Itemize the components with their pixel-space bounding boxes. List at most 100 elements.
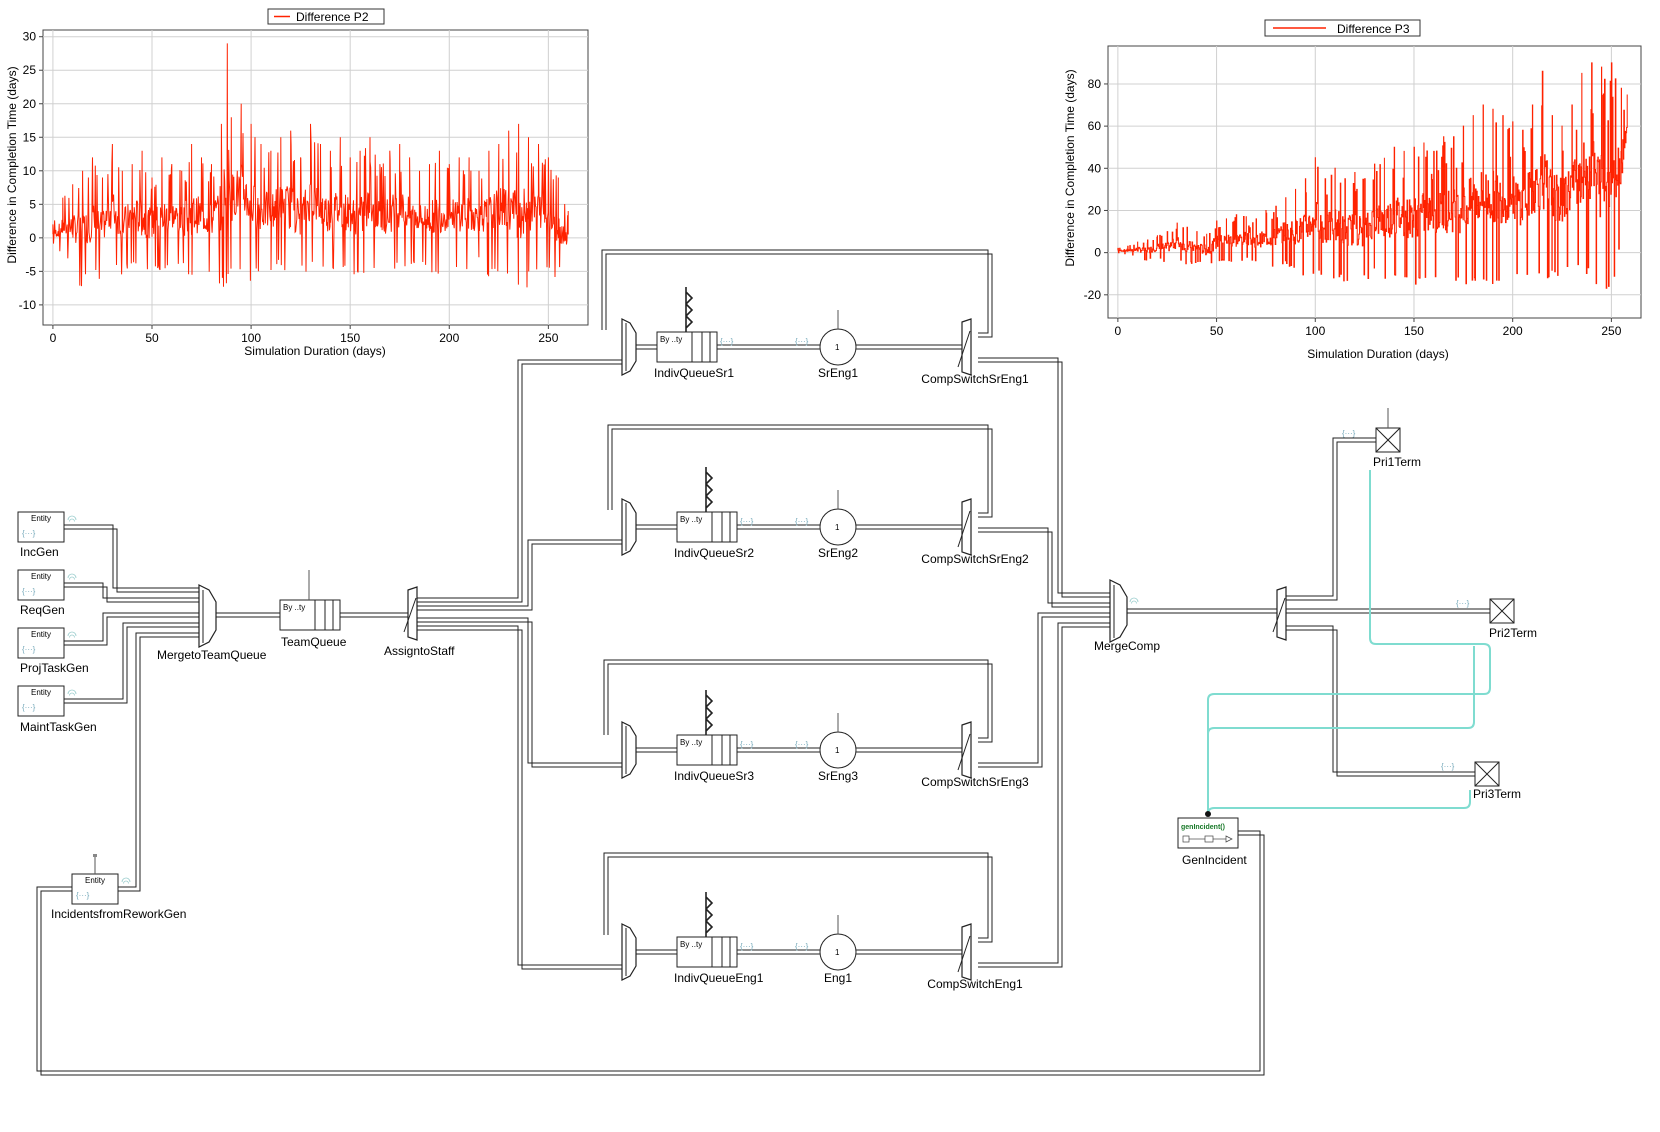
- conn-merge-queue-sr2: [636, 524, 677, 530]
- merge-sr2-block[interactable]: [621, 498, 637, 556]
- conn-merge-queue-sr1: [636, 344, 657, 350]
- conn-loop-sr1: [601, 249, 993, 338]
- pri1-term-port: {···}: [1342, 429, 1356, 438]
- p2-y-tick-label: -10: [19, 298, 37, 312]
- p2-y-tick-label: 5: [29, 197, 36, 211]
- maint-task-gen-entity-label: Entity: [31, 688, 51, 697]
- proj-task-gen-entity-label: Entity: [31, 630, 51, 639]
- p3-plot-frame: [1107, 45, 1642, 319]
- comp-switch-eng1-block[interactable]: CompSwitchEng1: [927, 923, 1023, 991]
- p2-x-tick-label: 250: [538, 331, 558, 345]
- req-gen-entity-label: Entity: [31, 572, 51, 581]
- p3-x-tick-label: 200: [1503, 324, 1523, 338]
- rework-gen-port: {···}: [76, 891, 90, 900]
- inc-gen-entity-label: Entity: [31, 514, 51, 523]
- p3-y-axis-label: Difference in Completion Time (days): [1063, 69, 1077, 266]
- server-sr1-port: {···}: [795, 337, 809, 346]
- conn-queue-server-sr1: [717, 344, 820, 350]
- conn-loop-eng1: [603, 852, 993, 943]
- req-gen-signal-icon: [67, 573, 77, 580]
- server-eng1-label: Eng1: [824, 971, 852, 985]
- merge-sr1-block[interactable]: [621, 318, 637, 376]
- merge-to-team-queue-block[interactable]: MergetoTeamQueue: [157, 584, 267, 662]
- req-gen-port: {···}: [22, 587, 36, 596]
- p3-x-tick-label: 150: [1404, 324, 1424, 338]
- pri1-term-block[interactable]: {···} Pri1Term: [1342, 408, 1421, 469]
- merge-eng1-block[interactable]: [621, 923, 637, 981]
- comp-switch-sr1-label: CompSwitchSrEng1: [921, 372, 1029, 386]
- pri2-term-block[interactable]: {···} Pri2Term: [1456, 598, 1537, 640]
- conn-merge-queue-eng1: [636, 949, 677, 955]
- merge-comp-block[interactable]: MergeComp: [1094, 579, 1160, 653]
- inc-gen-block[interactable]: Entity {···} IncGen: [17, 511, 77, 559]
- conn-assign-eng1: [417, 625, 622, 970]
- maint-task-gen-block[interactable]: Entity {···} MaintTaskGen: [17, 685, 97, 734]
- queue-sr3-block[interactable]: By ..ty{···}IndivQueueSr3: [674, 690, 754, 783]
- pri3-term-block[interactable]: {···} Pri3Term: [1441, 761, 1521, 801]
- conn-projgen-merge: [64, 612, 200, 646]
- conn-loop-sr2: [607, 424, 993, 518]
- server-sr2-port: {···}: [795, 517, 809, 526]
- queue-sr2-block[interactable]: By ..ty{···}IndivQueueSr2: [674, 467, 754, 560]
- req-gen-block[interactable]: Entity {···} ReqGen: [17, 569, 77, 617]
- incidents-rework-gen-block[interactable]: Entity {···} IncidentsfromReworkGen: [51, 854, 186, 921]
- p2-y-tick-label: 20: [23, 97, 37, 111]
- proj-task-gen-block[interactable]: Entity {···} ProjTaskGen: [17, 627, 89, 675]
- conn-server-switch-eng1: [856, 949, 962, 955]
- p3-x-tick-label: 250: [1601, 324, 1621, 338]
- pri1-term-label: Pri1Term: [1373, 455, 1421, 469]
- incidents-rework-gen-label: IncidentsfromReworkGen: [51, 907, 186, 921]
- p2-y-tick-label: 30: [23, 30, 37, 44]
- comp-switch-sr3-label: CompSwitchSrEng3: [921, 775, 1029, 789]
- priority-switch-block[interactable]: [1272, 586, 1287, 641]
- server-sr2-glyph: 1: [835, 523, 840, 532]
- team-queue-sort: By ..ty: [283, 603, 305, 612]
- assign-to-staff-block[interactable]: AssigntoStaff: [384, 586, 455, 658]
- gen-incident-label: GenIncident: [1182, 853, 1247, 867]
- conn-assign-sr3: [417, 617, 622, 768]
- p2-legend: Difference P2: [267, 8, 385, 25]
- conn-assign-sr2: [417, 539, 622, 611]
- p2-series-line: [52, 43, 569, 288]
- p3-x-tick-label: 50: [1210, 324, 1224, 338]
- conn-merge-queue-sr3: [636, 747, 677, 753]
- gen-incident-function: genIncident(): [1181, 824, 1225, 831]
- connector-lines: [36, 249, 1490, 1076]
- queue-sr1-sort: By ..ty: [660, 335, 682, 344]
- queue-eng1-block[interactable]: By ..ty{···}IndivQueueEng1: [674, 892, 764, 985]
- rework-gen-signal-icon: [121, 877, 131, 884]
- p3-x-axis-label: Simulation Duration (days): [1307, 347, 1448, 361]
- team-queue-block[interactable]: By ..ty TeamQueue: [279, 570, 347, 649]
- team-queue-label: TeamQueue: [281, 635, 347, 649]
- p2-x-tick-label: 150: [340, 331, 360, 345]
- conn-maintgen-merge: [64, 622, 200, 704]
- maint-task-gen-port: {···}: [22, 703, 36, 712]
- queue-eng1-label: IndivQueueEng1: [674, 971, 764, 985]
- req-gen-label: ReqGen: [20, 603, 65, 617]
- p2-y-axis-label: Difference in Completion Time (days): [5, 66, 19, 263]
- gen-incident-block[interactable]: genIncident() GenIncident: [1177, 811, 1247, 867]
- p2-x-axis-label: Simulation Duration (days): [244, 344, 385, 358]
- merge-to-team-queue-label: MergetoTeamQueue: [157, 648, 267, 662]
- conn-eng1-mergecomp: [978, 622, 1110, 968]
- server-sr3-port: {···}: [795, 740, 809, 749]
- queue-sr2-sort: By ..ty: [680, 515, 702, 524]
- conn-switch-pri2: [1286, 608, 1490, 614]
- inc-gen-signal-icon: [67, 515, 77, 522]
- maint-task-gen-signal-icon: [67, 689, 77, 696]
- comp-switch-sr1-block[interactable]: CompSwitchSrEng1: [921, 318, 1029, 386]
- p2-y-tick-label: -5: [25, 264, 36, 278]
- comp-switch-sr2-block[interactable]: CompSwitchSrEng2: [921, 498, 1029, 566]
- pri3-term-port: {···}: [1441, 762, 1455, 771]
- queue-sr1-block[interactable]: By ..ty{···}IndivQueueSr1: [654, 287, 734, 380]
- comp-switch-sr3-block[interactable]: CompSwitchSrEng3: [921, 721, 1029, 789]
- p3-series-line: [1117, 62, 1628, 289]
- merge-sr3-block[interactable]: [621, 721, 637, 779]
- pri2-term-label: Pri2Term: [1489, 626, 1537, 640]
